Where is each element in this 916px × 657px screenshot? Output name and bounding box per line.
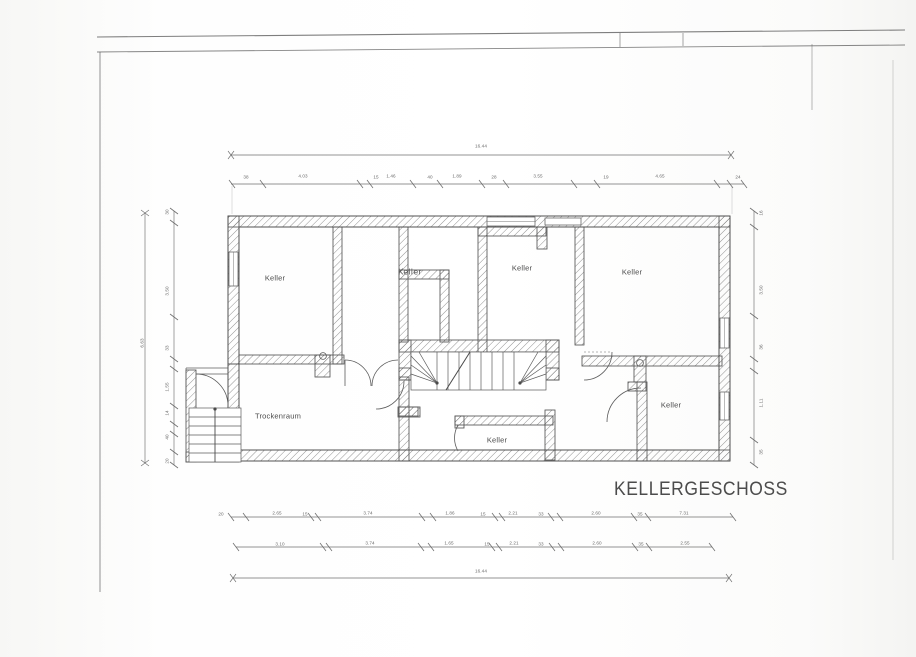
- dimension-top-5: 1.89: [452, 173, 462, 179]
- dimension-bottom-outer-1: 3.74: [365, 540, 375, 546]
- dimension-top-1: 4.03: [298, 173, 308, 179]
- exterior-staircase-icon: [185, 367, 242, 463]
- dimension-left-3: 1.55: [164, 382, 170, 392]
- window-group: [228, 216, 730, 421]
- dimension-bottom-inner-4: 1.86: [445, 510, 455, 516]
- dimension-bottom-inner-10: 7.31: [679, 510, 689, 516]
- dimension-right-4: 35: [758, 449, 764, 455]
- dimension-bottom-inner-3: 3.74: [363, 510, 373, 516]
- dimension-right-0: 16: [758, 210, 764, 216]
- dimension-top-6: 28: [491, 174, 497, 180]
- dimension-bottom-inner-6: 2.21: [508, 510, 518, 516]
- dimension-bottom-outer-6: 2.60: [592, 540, 602, 546]
- dimension-top-7: 3.55: [533, 173, 543, 179]
- wall-outlines: [227, 215, 731, 462]
- dimension-top-9: 4.65: [655, 173, 665, 179]
- dimension-bottom-outer-4: 2.21: [509, 540, 519, 546]
- room-label-keller-6: Keller: [660, 400, 682, 410]
- dimension-bottom-inner-2: 15: [302, 511, 308, 517]
- room-label-keller-5: Keller: [486, 435, 508, 445]
- dimension-left-5: 40: [164, 434, 170, 440]
- room-label-keller-3: Keller: [621, 267, 643, 277]
- dimension-left-overall: 6.63: [139, 338, 145, 348]
- dimension-bottom-outer-7: 35: [638, 541, 644, 547]
- dimension-right-3: 1.11: [758, 398, 764, 408]
- dimension-top-0: 38: [243, 174, 249, 180]
- dimension-top-4: 40: [427, 174, 433, 180]
- dimension-top-overall: 16.44: [475, 143, 487, 149]
- dimension-left-0: 30: [164, 209, 170, 215]
- dimension-bottom-inner-0: 20: [218, 511, 224, 517]
- dimension-left-1: 3.50: [164, 286, 170, 296]
- dimension-top-8: 19: [603, 174, 609, 180]
- dimension-right-1: 3.50: [758, 285, 764, 295]
- dimension-bottom-outer-0: 3.10: [275, 541, 285, 547]
- dimension-bottom-outer-3: 15: [484, 541, 490, 547]
- room-label-keller-2: Keller: [511, 263, 533, 273]
- dimension-bottom-inner-5: 15: [480, 511, 486, 517]
- dimension-bottom-overall: 16.44: [475, 568, 487, 574]
- dimension-right-2: 36: [758, 344, 764, 350]
- dimension-left-4: 14: [164, 410, 170, 416]
- dimension-bottom-inner-9: 35: [637, 511, 643, 517]
- dimension-left-6: 20: [164, 458, 170, 464]
- room-label-trockenraum-4: Trockenraum: [254, 411, 302, 421]
- dimension-bottom-inner-8: 2.60: [591, 510, 601, 516]
- dimension-top-10: 24: [735, 174, 741, 180]
- sheet-border: [96, 29, 906, 592]
- fixture-group: [319, 352, 644, 367]
- room-label-keller-1: Keller: [398, 267, 422, 277]
- staircase-icon: [410, 351, 547, 391]
- door-swing-group: [195, 351, 642, 452]
- dimension-bottom-outer-8: 2.55: [680, 540, 690, 546]
- dimension-top-2: 15: [373, 174, 379, 180]
- room-label-keller-0: Keller: [264, 273, 286, 283]
- dimension-bottom-inner-1: 2.65: [272, 510, 282, 516]
- dimension-bottom-outer-2: 1.65: [444, 540, 454, 546]
- dimension-top-3: 1.46: [386, 173, 396, 179]
- dimension-bottom-outer-5: 33: [538, 541, 544, 547]
- dimension-bottom-inner-7: 33: [538, 511, 544, 517]
- page-title: KELLERGESCHOSS: [614, 479, 788, 500]
- dimension-left-2: 33: [164, 345, 170, 351]
- dimension-lines: [140, 150, 759, 583]
